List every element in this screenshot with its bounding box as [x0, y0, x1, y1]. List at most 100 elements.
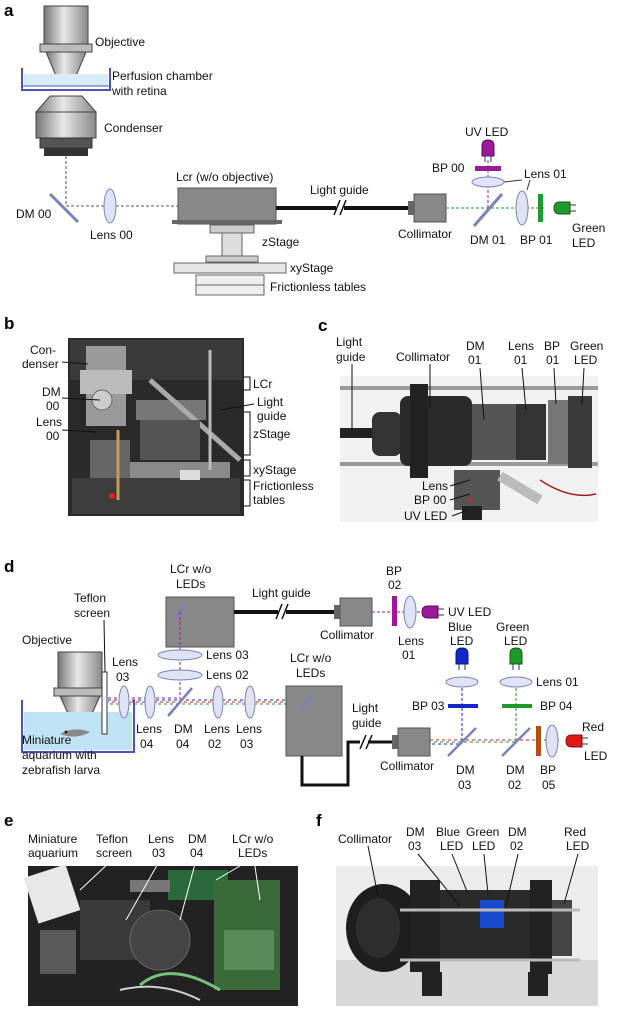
label-green-led-1: Green	[572, 221, 605, 235]
condenser-icon	[34, 95, 98, 156]
label-d-dm02-1: DM	[506, 763, 525, 777]
pointer-f-blue	[451, 853, 469, 895]
lens00-icon	[103, 188, 117, 224]
panel-a-letter: a	[4, 1, 14, 20]
label-c-dm-2: 01	[468, 353, 482, 367]
label-b-frictionless-2: tables	[253, 493, 285, 507]
collimator-icon	[408, 193, 447, 223]
label-d-light-guide-mid-2: guide	[352, 716, 382, 730]
label-d-green-led-2: LED	[504, 634, 528, 648]
label-b-lens-2: 00	[46, 429, 60, 443]
setup-photo-c	[340, 376, 598, 522]
label-d-lens02-bot-1: Lens	[204, 722, 230, 736]
label-b-light-guide-2: guide	[257, 409, 287, 423]
pointer-e-dm	[179, 859, 197, 921]
label-d-lcr-top-2: LEDs	[176, 577, 205, 591]
lens02-vertical-icon	[157, 669, 203, 681]
label-d-collimator-bot: Collimator	[380, 759, 434, 773]
label-d-lcr-top-1: LCr w/o	[170, 562, 212, 576]
label-d-aquarium-2: aquarium with	[22, 748, 97, 762]
pointer-b-dm	[61, 397, 101, 401]
label-d-objective: Objective	[22, 633, 72, 647]
label-c-bp-2: 01	[546, 353, 560, 367]
label-d-light-guide-mid-1: Light	[352, 701, 379, 715]
setup-photo-f	[336, 866, 598, 1006]
aquarium-icon	[21, 700, 135, 753]
bp03-filter-icon	[448, 704, 478, 708]
label-xystage: xyStage	[290, 261, 334, 275]
pointer-c-bp00	[449, 493, 471, 501]
label-c-green-2: LED	[574, 353, 598, 367]
label-d-lens03-mid: Lens 03	[206, 648, 249, 662]
label-d-red-led-2: LED	[584, 749, 608, 763]
label-d-lens03-left-2: 03	[116, 670, 130, 684]
panel-c-letter: c	[318, 316, 327, 335]
bracket-frictionless	[244, 479, 251, 507]
panel-f-letter: f	[316, 811, 322, 830]
label-perfusion-1: Perfusion chamber	[112, 69, 213, 83]
label-c-collimator: Collimator	[396, 350, 450, 364]
dm04-mirror-icon	[167, 687, 193, 717]
label-e-lens-1: Lens	[148, 832, 174, 846]
label-c-bp-1: BP	[544, 339, 560, 353]
green-led-d-icon	[509, 647, 523, 670]
pointer-e-lcr-1	[215, 859, 251, 881]
label-d-lens03-bot-1: Lens	[236, 722, 262, 736]
label-e-teflon-2: screen	[96, 846, 132, 860]
bp02-filter-icon	[392, 596, 397, 626]
panel-d: d LCr w/o LEDs Light guide Collimator BP…	[4, 557, 608, 792]
teflon-screen-icon	[101, 671, 108, 735]
xystage-icon	[173, 262, 287, 274]
lens03-left-icon	[118, 685, 130, 719]
label-d-bp03: BP 03	[412, 699, 445, 713]
label-condenser: Condenser	[104, 121, 163, 135]
label-c-dm-1: DM	[466, 339, 485, 353]
label-d-lcr-mid-1: LCr w/o	[290, 651, 332, 665]
bp00-filter-icon	[475, 166, 501, 171]
label-b-xystage: xyStage	[253, 463, 297, 477]
label-d-light-guide-top: Light guide	[252, 586, 311, 600]
label-d-bp02-1: BP	[386, 564, 402, 578]
label-f-dm03-1: DM	[406, 825, 425, 839]
label-e-lcr-2: LEDs	[238, 846, 267, 860]
lcr-mid-icon	[285, 685, 343, 757]
uv-led-d-icon	[421, 605, 444, 619]
lens01-pointer-2	[526, 179, 531, 191]
pointer-c-lens01	[521, 367, 527, 411]
label-b-dm-2: 00	[46, 399, 60, 413]
green-led-icon	[553, 201, 576, 215]
label-b-light-guide-1: Light	[257, 395, 284, 409]
label-c-lens-1: Lens	[508, 339, 534, 353]
lens03-vertical-icon	[157, 649, 203, 661]
label-d-lens01-right: Lens 01	[536, 675, 579, 689]
label-lcr: Lcr (w/o objective)	[176, 170, 273, 184]
panel-c: c Light guide Collimator DM 01 Lens	[318, 316, 603, 523]
dm03-mirror-icon	[447, 727, 477, 757]
pointer-e-teflon	[79, 859, 113, 891]
label-c-uv-led: UV LED	[404, 509, 448, 523]
pointer-f-collimator	[367, 845, 379, 897]
bracket-lcr	[244, 376, 251, 391]
label-d-red-led-1: Red	[582, 720, 604, 734]
lens01-pointer-1	[503, 179, 523, 183]
label-f-dm02-2: 02	[510, 839, 524, 853]
setup-photo-b	[68, 338, 244, 516]
label-lens01: Lens 01	[524, 167, 567, 181]
panel-a: a Objective Perfusion chamber with retin…	[4, 1, 605, 296]
panel-e-letter: e	[4, 811, 13, 830]
label-lens00: Lens 00	[90, 228, 133, 242]
panel-e: e Miniature aquarium Teflon screen Lens …	[4, 811, 298, 1006]
lcr-base	[172, 220, 282, 224]
bracket-xystage	[244, 459, 251, 477]
label-d-dm03-2: 03	[458, 778, 472, 792]
label-d-teflon-1: Teflon	[74, 591, 106, 605]
label-d-lens01-top-1: Lens	[398, 634, 424, 648]
pointer-c-uv	[451, 509, 469, 517]
label-d-lens03-left-1: Lens	[112, 655, 138, 669]
lcr-mid-mirror	[299, 693, 315, 711]
uv-led-icon	[481, 139, 495, 162]
bracket-zstage	[244, 411, 251, 456]
label-zstage: zStage	[262, 235, 300, 249]
label-f-dm03-2: 03	[408, 839, 422, 853]
label-dm00: DM 00	[16, 207, 52, 221]
